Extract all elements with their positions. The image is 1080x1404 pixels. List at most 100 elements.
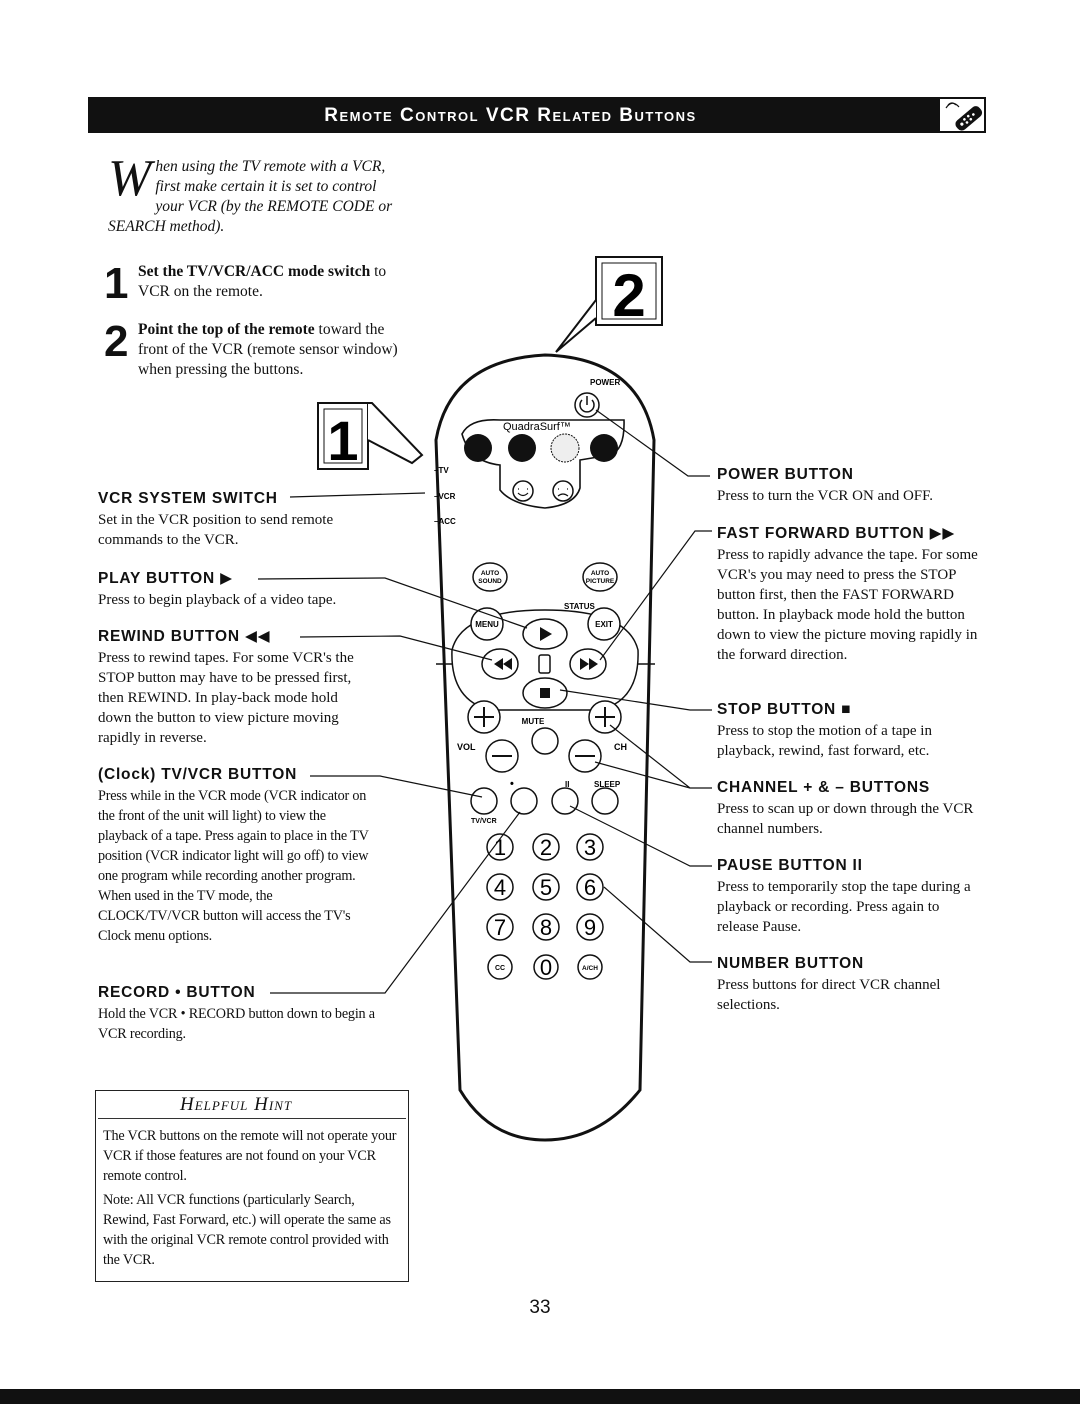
sleep-button[interactable]: [591, 787, 619, 815]
stop-icon: [540, 688, 550, 698]
hint-text-1: The VCR buttons on the remote will not o…: [103, 1128, 397, 1184]
quadrasurf-button-1[interactable]: [464, 434, 492, 462]
leader-rewind: [299, 635, 493, 661]
callout-number-two: 2: [612, 262, 645, 329]
number-8-button[interactable]: [532, 913, 560, 941]
section-text: Press to rapidly advance the tape. For s…: [717, 547, 978, 663]
bottom-bar: [0, 1389, 1080, 1404]
leader-pause: [569, 805, 712, 867]
section-header-bar: Remote Control VCR Related Buttons: [88, 97, 986, 133]
section-text: Press to temporarily stop the tape durin…: [717, 879, 971, 935]
smiley-button[interactable]: [512, 480, 534, 502]
mute-button[interactable]: [531, 727, 559, 755]
quadrasurf-button-2[interactable]: [508, 434, 536, 462]
number-1-button[interactable]: [486, 833, 514, 861]
number-3-label: 3: [584, 835, 596, 860]
quadrasurf-label: QuadraSurf™: [503, 421, 571, 433]
smiley-icon: [517, 488, 529, 497]
leader-number: [603, 886, 712, 963]
number-6-button[interactable]: [576, 873, 604, 901]
number-2-button[interactable]: [532, 833, 560, 861]
fast-forward-button-section: FAST FORWARD BUTTON ▶▶ Press to rapidly …: [717, 524, 987, 665]
number-3-button[interactable]: [576, 833, 604, 861]
section-text: Press buttons for direct VCR channel sel…: [717, 977, 941, 1013]
exit-label: EXIT: [595, 620, 613, 629]
helpful-hint-box: [95, 1090, 409, 1282]
record-button[interactable]: [510, 787, 538, 815]
switch-acc-label: –ACC: [434, 517, 456, 526]
intro-text: hen using the TV remote with a VCR, firs…: [108, 158, 393, 235]
rewind-button-section: REWIND BUTTON ◀◀ Press to rewind tapes. …: [98, 627, 428, 748]
number-2-label: 2: [540, 835, 552, 860]
callout-leader-lines: [257, 409, 712, 994]
number-8-label: 8: [540, 915, 552, 940]
power-button-section: POWER BUTTON Press to turn the VCR ON an…: [717, 466, 987, 506]
exit-button[interactable]: [587, 607, 621, 641]
section-heading: POWER BUTTON: [717, 466, 854, 483]
intro-dropcap: W: [108, 150, 152, 207]
leader-vcr-switch: [289, 492, 426, 498]
number-4-button[interactable]: [486, 873, 514, 901]
section-text: Press to begin playback of a video tape.: [98, 592, 337, 608]
hint-text-2: Note: All VCR functions (particularly Se…: [103, 1192, 391, 1268]
number-5-button[interactable]: [532, 873, 560, 901]
auto-sound-button[interactable]: [472, 562, 508, 592]
number-7-label: 7: [494, 915, 506, 940]
section-title: Remote Control VCR Related Buttons: [324, 105, 697, 126]
leader-tv-vcr: [310, 775, 483, 798]
section-heading: PAUSE BUTTON II: [717, 857, 863, 874]
quadrasurf-button-3[interactable]: [550, 433, 580, 463]
pause-button-section: PAUSE BUTTON II Press to temporarily sto…: [717, 857, 987, 937]
auto-picture-label-1: AUTO: [591, 570, 609, 577]
number-7-button[interactable]: [486, 913, 514, 941]
section-text: Press to stop the motion of a tape in pl…: [717, 723, 932, 759]
status-label: STATUS: [564, 602, 595, 611]
step-bold-text: Set the TV/VCR/ACC mode switch: [138, 263, 371, 280]
pause-button[interactable]: [551, 787, 579, 815]
step-text: toward the front of the VCR (remote sens…: [138, 321, 398, 378]
auto-sound-label-2: SOUND: [478, 578, 502, 585]
step-text: to VCR on the remote.: [138, 263, 387, 300]
switch-vcr-label: –VCR: [434, 492, 456, 501]
cc-button[interactable]: [487, 954, 513, 980]
leader-play: [257, 577, 528, 629]
menu-button[interactable]: [470, 607, 504, 641]
menu-label: MENU: [475, 620, 499, 629]
leader-power: [595, 409, 710, 477]
number-9-button[interactable]: [576, 913, 604, 941]
sleep-label: SLEEP: [594, 780, 621, 789]
tvvcr-label: TV/VCR: [471, 818, 497, 825]
section-heading: PLAY BUTTON ▶: [98, 570, 233, 587]
section-text: Press to turn the VCR ON and OFF.: [717, 488, 934, 504]
channel-buttons-section: CHANNEL + & – BUTTONS Press to scan up o…: [717, 779, 987, 839]
ach-label: A/CH: [582, 965, 598, 972]
auto-sound-label-1: AUTO: [481, 570, 499, 577]
frown-button[interactable]: [552, 480, 574, 502]
switch-tv-label: –TV: [434, 466, 449, 475]
auto-picture-button[interactable]: [582, 562, 618, 592]
number-0-button[interactable]: [533, 954, 559, 980]
step-number: 1: [104, 259, 129, 308]
cc-label: CC: [495, 965, 505, 972]
mute-label: MUTE: [522, 717, 545, 726]
section-text: Set in the VCR position to send remote c…: [98, 512, 334, 548]
quadrasurf-button-4[interactable]: [590, 434, 618, 462]
section-heading: CHANNEL + & – BUTTONS: [717, 779, 931, 796]
section-heading: RECORD • BUTTON: [98, 984, 256, 1001]
section-heading: FAST FORWARD BUTTON ▶▶: [717, 525, 956, 542]
callout-two: 2: [555, 256, 663, 353]
plus-icon: [595, 707, 615, 727]
section-text: Press to scan up or down through the VCR…: [717, 801, 974, 837]
remote-control-icon: [940, 99, 984, 131]
callout-number-one: 1: [327, 409, 358, 472]
section-text: Hold the VCR • RECORD button down to beg…: [98, 1006, 375, 1042]
step-1: 1 Set the TV/VCR/ACC mode switch to VCR …: [104, 259, 404, 308]
quadrasurf-panel: [461, 418, 625, 509]
tv-vcr-button[interactable]: [470, 787, 498, 815]
hint-divider: [98, 1118, 406, 1119]
tv-vcr-button-section: (Clock) TV/VCR BUTTON Press while in the…: [98, 766, 428, 946]
step-number: 2: [104, 317, 129, 366]
ach-button[interactable]: [577, 954, 603, 980]
